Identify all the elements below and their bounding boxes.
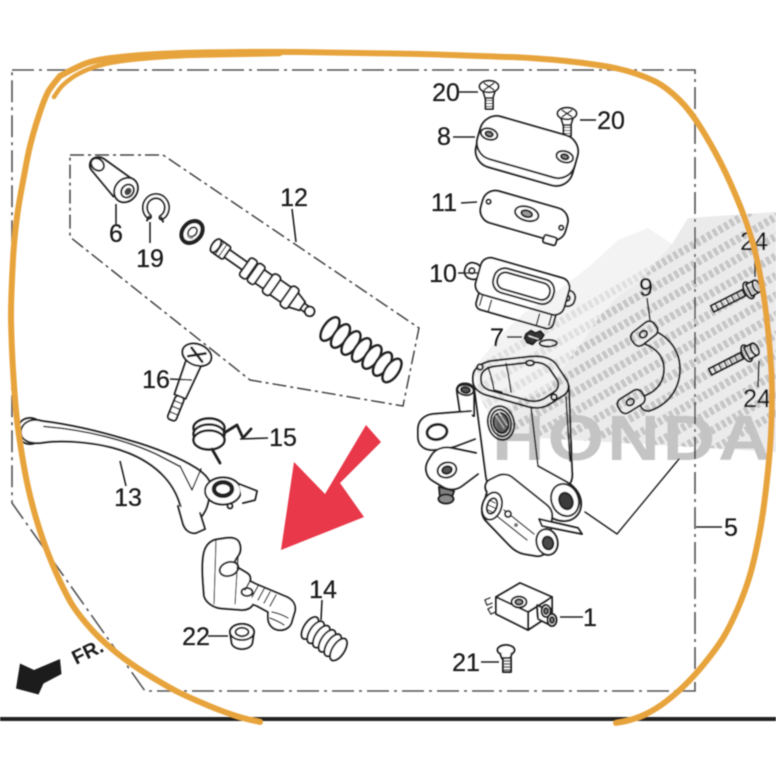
- svg-text:20: 20: [597, 107, 625, 135]
- svg-text:15: 15: [269, 424, 297, 452]
- svg-text:20: 20: [432, 79, 460, 107]
- svg-text:5: 5: [724, 514, 738, 542]
- svg-text:6: 6: [109, 220, 123, 248]
- svg-text:10: 10: [429, 260, 457, 288]
- svg-text:8: 8: [437, 123, 451, 151]
- svg-text:12: 12: [280, 184, 308, 212]
- svg-text:22: 22: [182, 623, 210, 651]
- svg-text:21: 21: [452, 649, 480, 677]
- svg-text:1: 1: [583, 604, 597, 632]
- svg-text:13: 13: [114, 484, 142, 512]
- svg-text:HONDA: HONDA: [492, 402, 774, 474]
- svg-text:11: 11: [431, 189, 457, 217]
- svg-text:16: 16: [142, 366, 170, 394]
- svg-text:14: 14: [309, 576, 337, 604]
- svg-text:19: 19: [136, 245, 164, 273]
